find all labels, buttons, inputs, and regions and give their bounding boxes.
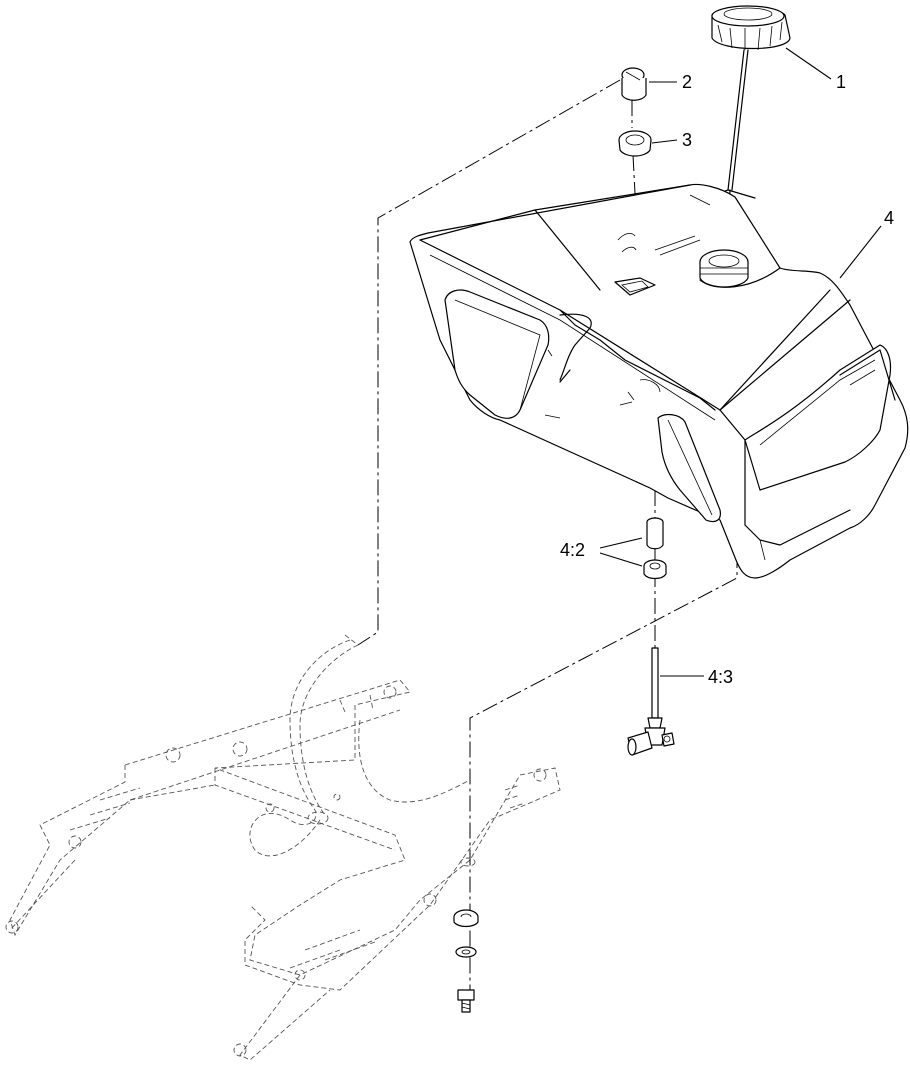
callout-4-2: 4:2	[560, 537, 643, 567]
mounting-bracket-phantom	[5, 679, 561, 1061]
bottom-fasteners	[453, 857, 479, 1013]
bushing-and-nut	[643, 517, 667, 580]
callout-1: 1	[785, 47, 846, 92]
callout-3-label: 3	[682, 130, 692, 150]
callout-3: 3	[651, 130, 692, 150]
callout-4: 4	[839, 208, 894, 279]
fuel-tank	[409, 183, 909, 579]
callout-4-2-label: 4:2	[560, 540, 585, 560]
callout-4-3-label: 4:3	[708, 667, 733, 687]
vent-plug	[621, 67, 647, 101]
callout-2: 2	[649, 72, 692, 92]
pickup-tube-valve	[627, 647, 675, 756]
callout-2-label: 2	[682, 72, 692, 92]
callout-1-label: 1	[836, 72, 846, 92]
fuel-line-phantom	[249, 634, 471, 857]
callout-4-label: 4	[884, 208, 894, 228]
grommet	[618, 130, 652, 157]
callout-4-3: 4:3	[660, 667, 733, 687]
